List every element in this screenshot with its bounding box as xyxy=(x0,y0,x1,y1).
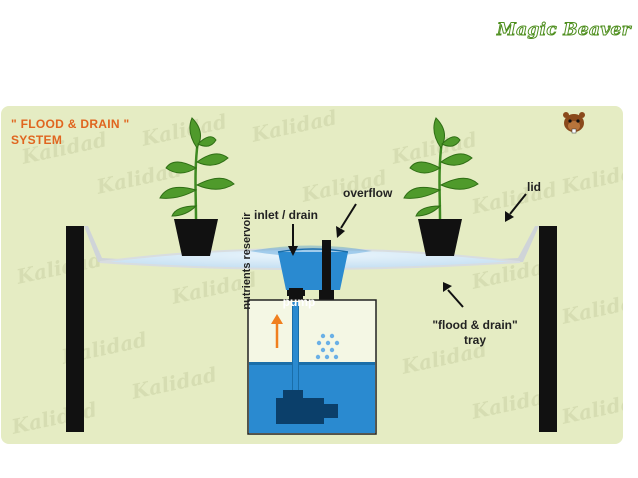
overflow-label: overflow xyxy=(343,186,393,200)
reservoir-label: nutrients reservoir xyxy=(241,212,253,310)
tray-basin xyxy=(277,248,349,290)
beaver-logo-icon xyxy=(563,112,585,134)
left-table-leg xyxy=(66,226,84,432)
left-plant xyxy=(159,117,235,256)
brand-logo: Magic Beaver xyxy=(497,20,632,41)
title-line-1: " FLOOD & DRAIN " xyxy=(11,117,130,131)
flow-up-arrow-icon xyxy=(271,314,283,348)
right-plant xyxy=(403,117,479,256)
right-table-leg xyxy=(539,226,557,432)
pump-label: pump xyxy=(282,295,316,309)
tray-label-line-2: tray xyxy=(463,333,486,347)
pump xyxy=(276,390,338,424)
left-pot xyxy=(174,219,218,256)
right-pot xyxy=(418,219,462,256)
tray-label-line-1: "flood & drain" xyxy=(432,318,518,332)
lid-arrow-icon xyxy=(505,193,527,222)
overflow-arrow-icon xyxy=(336,203,357,238)
inlet-drain-label: inlet / drain xyxy=(254,208,319,222)
tray-arrow-icon xyxy=(443,282,464,308)
inlet-drain-arrow-icon xyxy=(288,224,298,256)
lid-label: lid xyxy=(527,180,541,194)
water-drops-icon xyxy=(315,333,340,360)
diagram-title: " FLOOD & DRAIN " SYSTEM xyxy=(11,116,129,148)
title-line-2: SYSTEM xyxy=(11,133,63,147)
